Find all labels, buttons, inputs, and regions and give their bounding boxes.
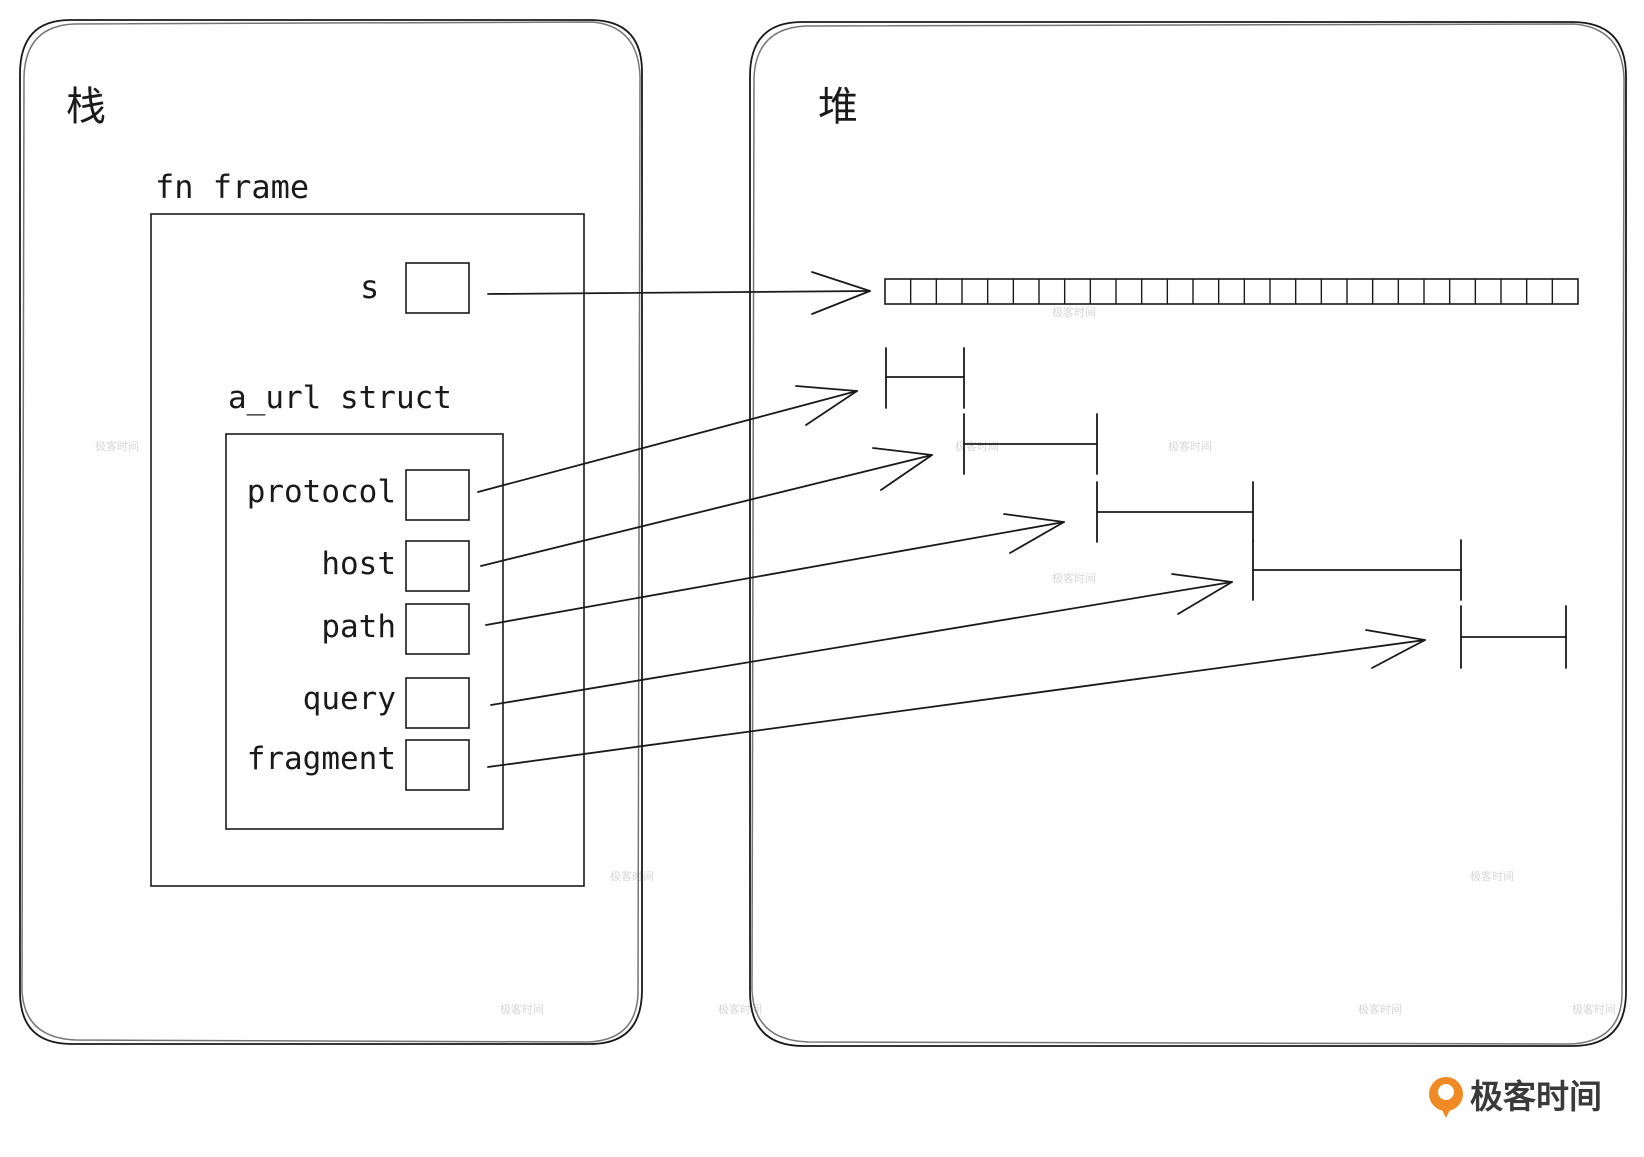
brand-logo: 极客时间	[1429, 1077, 1602, 1118]
field-box-path	[405, 603, 470, 655]
stack-title: 栈	[66, 84, 106, 130]
s-box	[405, 262, 470, 314]
slice-protocol	[885, 347, 965, 409]
watermark: 极客时间	[95, 439, 139, 453]
field-label-host: host	[321, 546, 396, 582]
slice-query	[1252, 539, 1462, 601]
arrow-fragment	[487, 629, 1426, 768]
field-box-host	[405, 540, 470, 592]
arrow-protocol	[477, 385, 858, 493]
heap-title: 堆	[818, 84, 858, 130]
arrow-path	[485, 513, 1065, 626]
heap-slices	[885, 347, 1567, 669]
stack-panel-sketch	[21, 21, 641, 1043]
brand-name: 极客时间	[1470, 1077, 1602, 1116]
watermark: 极客时间	[1168, 439, 1212, 453]
field-box-query	[405, 677, 470, 729]
field-label-fragment: fragment	[247, 741, 396, 777]
arrow-host	[480, 447, 933, 567]
brand-mark-icon	[1429, 1077, 1463, 1118]
pointer-arrows	[477, 271, 1426, 768]
field-box-protocol	[405, 469, 470, 521]
watermark: 极客时间	[1052, 305, 1096, 319]
arrow-s	[487, 271, 871, 315]
watermark: 极客时间	[1572, 1002, 1616, 1016]
watermark: 极客时间	[500, 1002, 544, 1016]
heap-panel	[749, 21, 1627, 1047]
slice-fragment	[1460, 605, 1567, 669]
heap-byte-buffer	[884, 278, 1579, 305]
arrow-query	[490, 573, 1233, 706]
struct-label: a_url struct	[228, 380, 452, 416]
heap-buffer-outline	[884, 278, 1579, 305]
watermark: 极客时间	[1052, 571, 1096, 585]
slice-path	[1096, 481, 1254, 543]
field-label-query: query	[303, 681, 396, 717]
struct-fields: protocol host path query fragment	[247, 469, 470, 791]
heap-panel-sketch	[751, 23, 1625, 1045]
field-label-protocol: protocol	[247, 474, 396, 510]
watermark: 极客时间	[610, 869, 654, 883]
fn-frame-label: fn frame	[155, 168, 309, 206]
watermark: 极客时间	[1470, 869, 1514, 883]
field-box-fragment	[405, 739, 470, 791]
field-label-path: path	[321, 609, 396, 645]
s-label: s	[360, 268, 379, 306]
slice-host	[963, 413, 1098, 475]
watermark: 极客时间	[955, 439, 999, 453]
watermark: 极客时间	[1358, 1002, 1402, 1016]
stack-panel	[19, 19, 643, 1045]
